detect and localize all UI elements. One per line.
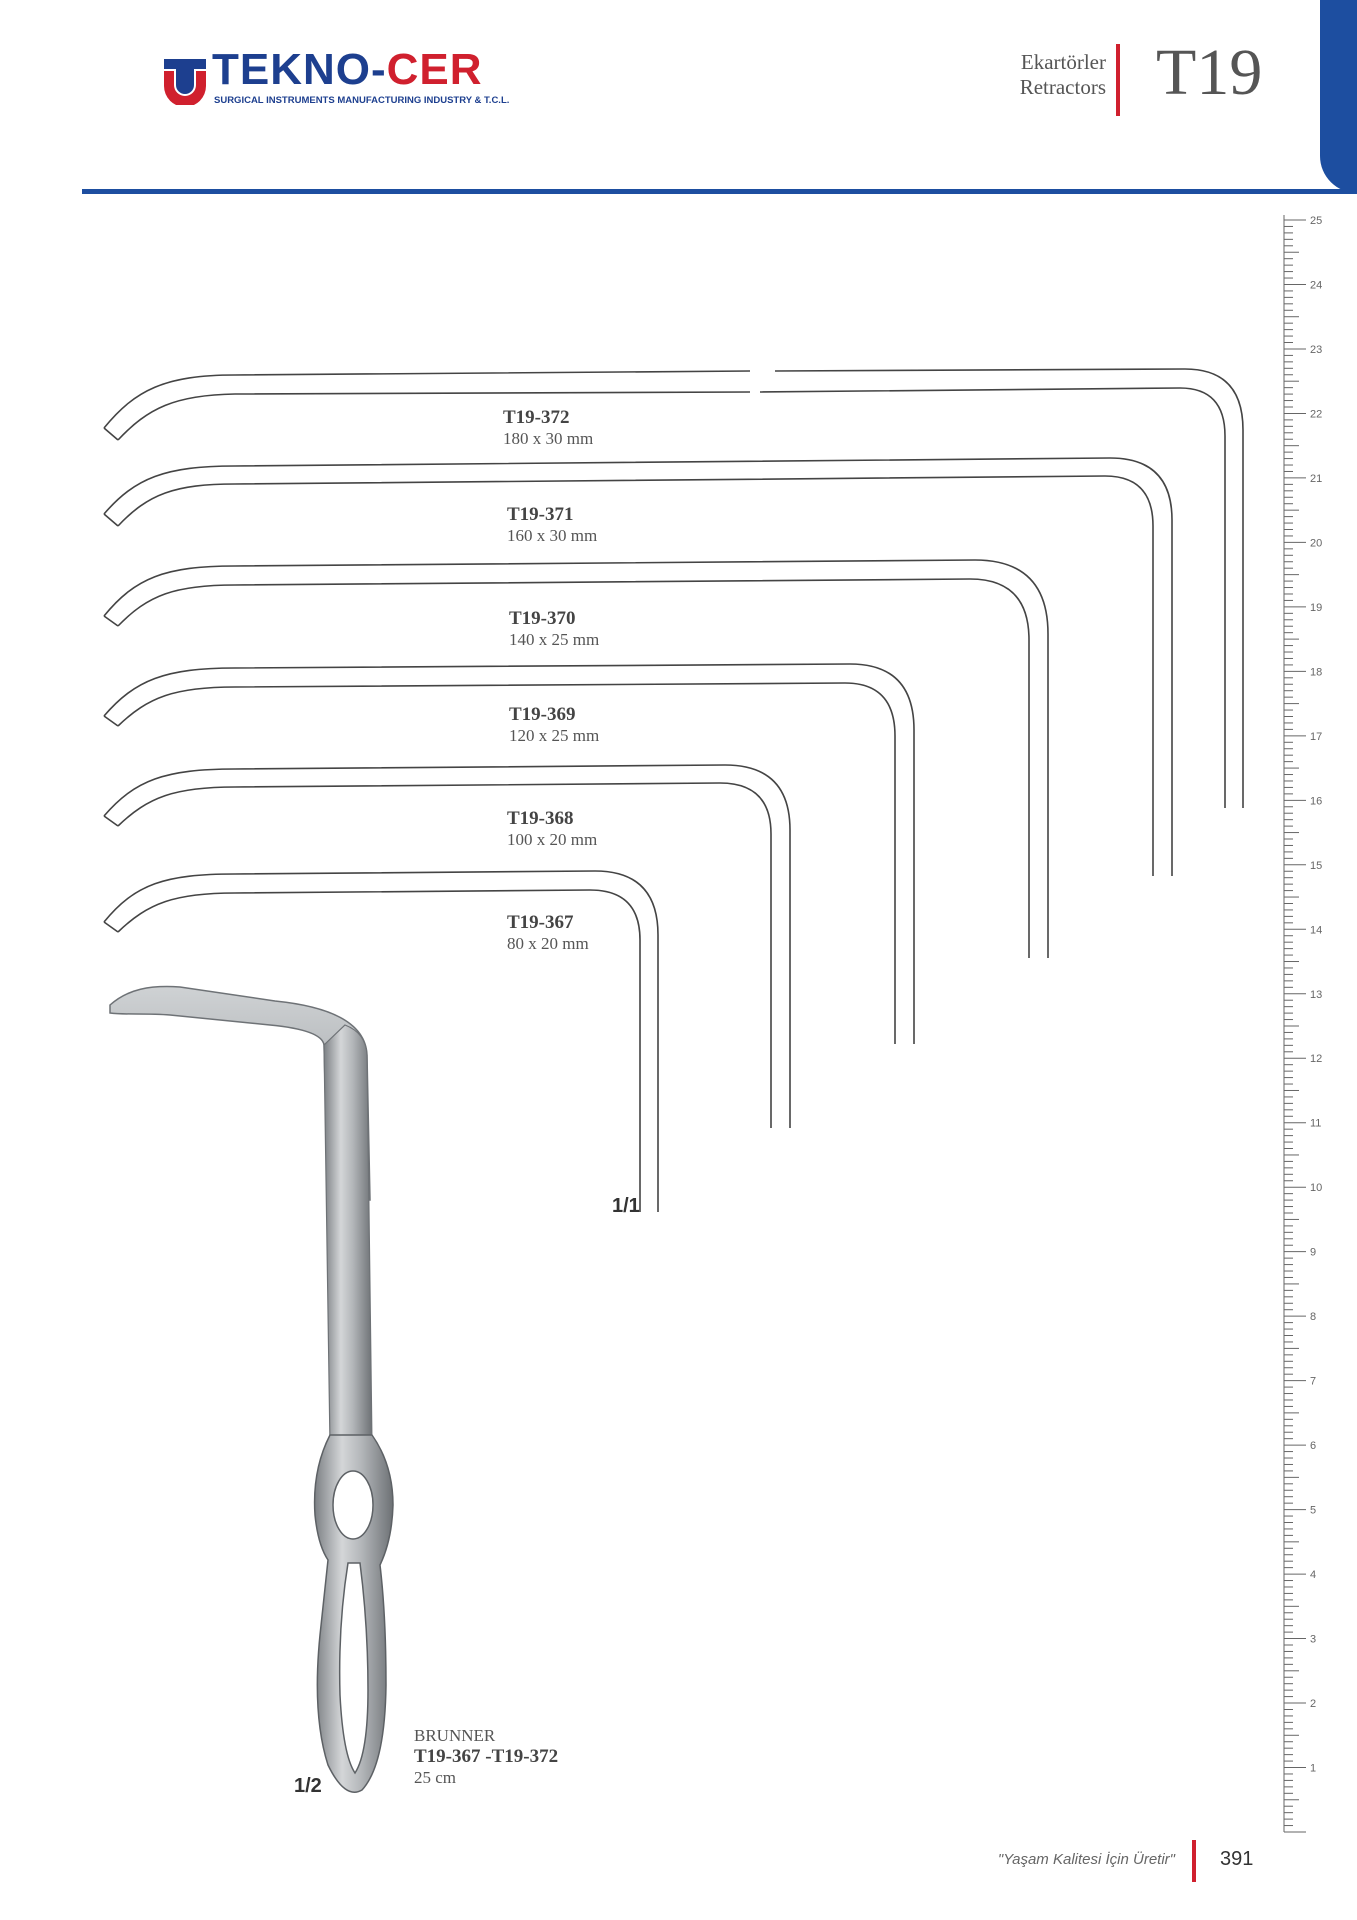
ruler-labels: 2524232221201918171615141312111098765432… [1310,215,1322,1775]
retractor-outline-t19-372 [103,368,1244,808]
ruler-label: 21 [1310,473,1322,485]
ruler-label: 5 [1310,1505,1316,1517]
category-title-en: Retractors [1019,75,1106,99]
product-label-t19-370: T19-370 140 x 25 mm [509,608,599,650]
instrument-code-range: T19-367 -T19-372 [414,1746,559,1767]
product-code: T19-370 [509,608,576,629]
instrument-caption: BRUNNER T19-367 -T19-372 25 cm [414,1726,558,1788]
ruler-label: 14 [1310,924,1322,936]
category-title: Ekartörler Retractors [1010,50,1106,100]
scale-label-half: 1/2 [294,1775,322,1797]
category-title-tr: Ekartörler [1020,50,1106,74]
product-code: T19-371 [507,504,574,525]
header-divider [1116,44,1120,116]
product-label-t19-367: T19-367 80 x 20 mm [507,912,589,954]
product-label-t19-368: T19-368 100 x 20 mm [507,808,597,850]
ruler-label: 16 [1310,795,1322,807]
ruler-label: 15 [1310,860,1322,872]
ruler-label: 6 [1310,1440,1316,1452]
ruler-label: 24 [1310,279,1322,291]
product-label-t19-372: T19-372 180 x 30 mm [503,407,593,449]
product-size: 160 x 30 mm [507,526,598,545]
ruler-unit: cm [1302,1839,1317,1840]
brunner-retractor-image [109,985,394,1793]
ruler-label: 7 [1310,1376,1316,1388]
product-code: T19-372 [503,407,570,428]
measurement-ruler: 2524232221201918171615141312111098765432… [1283,215,1322,1840]
ruler-label: 20 [1310,537,1322,549]
ruler-label: 1 [1310,1763,1316,1775]
section-code: T19 [1156,36,1263,109]
brand-name: TEKNO-CER [212,45,483,94]
product-code: T19-367 [507,912,574,933]
logo-mark-icon [164,59,206,105]
retractor-outline-t19-369 [103,663,915,1044]
ruler-label: 19 [1310,602,1322,614]
product-size: 80 x 20 mm [507,934,589,953]
product-size: 140 x 25 mm [509,630,600,649]
header-corner-tab [1320,0,1357,193]
retractor-outline-t19-371 [103,457,1173,876]
page-number: 391 [1220,1848,1254,1870]
product-label-t19-371: T19-371 160 x 30 mm [507,504,597,546]
ruler-label: 3 [1310,1634,1316,1646]
product-label-t19-369: T19-369 120 x 25 mm [509,704,599,746]
retractor-outline-t19-367 [103,870,659,1212]
retractor-outline-t19-370 [103,559,1049,958]
ruler-label: 13 [1310,989,1322,1001]
header-rule [82,189,1357,194]
product-code: T19-369 [509,704,576,725]
product-size: 180 x 30 mm [503,429,594,448]
ruler-label: 23 [1310,344,1322,356]
ruler-label: 10 [1310,1182,1322,1194]
product-size: 120 x 25 mm [509,726,600,745]
ruler-label: 9 [1310,1247,1316,1259]
scale-label-full: 1/1 [612,1195,640,1217]
ruler-label: 11 [1310,1118,1321,1130]
footer-divider [1192,1840,1196,1882]
ruler-label: 22 [1310,408,1322,420]
product-code: T19-368 [507,808,574,829]
instrument-name: BRUNNER [414,1726,496,1745]
ruler-label: 25 [1310,215,1322,227]
ruler-ticks [1284,219,1306,1833]
product-size: 100 x 20 mm [507,830,598,849]
footer-motto: "Yaşam Kalitesi İçin Üretir" [997,1851,1175,1868]
ruler-label: 4 [1310,1569,1316,1581]
retractor-outline-t19-368 [103,764,791,1128]
ruler-label: 8 [1310,1311,1316,1323]
ruler-label: 18 [1310,666,1322,678]
ruler-label: 17 [1310,731,1322,743]
ruler-label: 12 [1310,1053,1322,1065]
ruler-label: 2 [1310,1698,1316,1710]
instrument-length: 25 cm [414,1768,457,1787]
brand-tagline: SURGICAL INSTRUMENTS MANUFACTURING INDUS… [214,95,510,106]
